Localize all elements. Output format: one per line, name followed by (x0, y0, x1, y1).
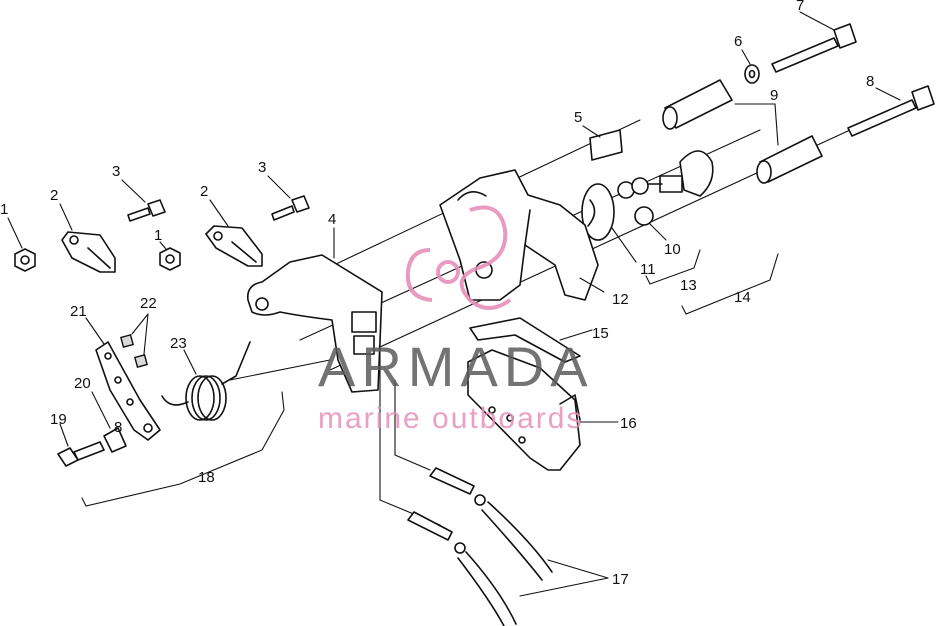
callout-13: 13 (680, 277, 697, 294)
callout-1b: 1 (154, 227, 162, 244)
part-2-clevis-left (59, 203, 116, 273)
callout-23: 23 (170, 335, 187, 352)
part-3-bolt-left (121, 179, 166, 222)
watermark: ARMADA marine outboards (318, 205, 594, 435)
callout-7: 7 (796, 0, 804, 14)
part-23-spring (161, 341, 251, 421)
callout-12: 12 (612, 291, 629, 308)
callout-6: 6 (734, 33, 742, 50)
callout-21: 21 (70, 303, 87, 320)
callout-4: 4 (328, 211, 336, 228)
part-21-link (85, 317, 161, 441)
part-9-sleeves (662, 79, 823, 184)
part-16-cover (467, 349, 619, 471)
callout-10: 10 (664, 241, 681, 258)
part-3-bolt-middle (267, 175, 310, 221)
callout-18: 18 (198, 469, 215, 486)
part-2-clevis-middle (205, 199, 263, 267)
callout-3b: 3 (258, 159, 266, 176)
part-22-clips (120, 313, 149, 368)
callout-20: 20 (74, 375, 91, 392)
part-15-lever (469, 317, 593, 363)
callout-labels: 1 2 3 1 2 3 4 5 6 7 8 9 10 11 12 13 14 1… (0, 0, 874, 588)
callout-15: 15 (592, 325, 609, 342)
part-12-housing (439, 169, 605, 301)
part-6-washer (741, 49, 760, 84)
callout-5: 5 (574, 109, 582, 126)
watermark-logo-icon (405, 205, 512, 310)
callout-9: 9 (770, 87, 778, 104)
part-1-nut-left (7, 217, 36, 272)
part-11-cam (581, 183, 637, 263)
watermark-brand: ARMADA (318, 335, 594, 398)
callout-17: 17 (612, 571, 629, 588)
part-17-cables (407, 467, 609, 626)
callout-11: 11 (640, 261, 656, 278)
part-8-bolt (847, 85, 935, 137)
watermark-subtitle: marine outboards (318, 402, 583, 435)
part-5-plate (582, 125, 623, 161)
callout-22: 22 (140, 295, 157, 312)
callout-14: 14 (734, 289, 751, 306)
part-1-nut-middle (159, 241, 181, 271)
part-4-bracket (246, 227, 383, 393)
part-19-bolt (57, 423, 105, 467)
part-10-balls (617, 177, 667, 241)
part-20-spacer (91, 391, 127, 453)
callout-16: 16 (620, 415, 637, 432)
callout-8a: 8 (866, 73, 874, 90)
callout-2a: 2 (50, 187, 58, 204)
callout-1a: 1 (0, 201, 8, 218)
callout-2b: 2 (200, 183, 208, 200)
part-shaft-assembly (647, 150, 714, 197)
callout-8b: 8 (114, 419, 122, 436)
part-7-bolt (771, 11, 857, 73)
callout-19: 19 (50, 411, 67, 428)
group-brackets (81, 249, 779, 507)
callout-3a: 3 (112, 163, 120, 180)
